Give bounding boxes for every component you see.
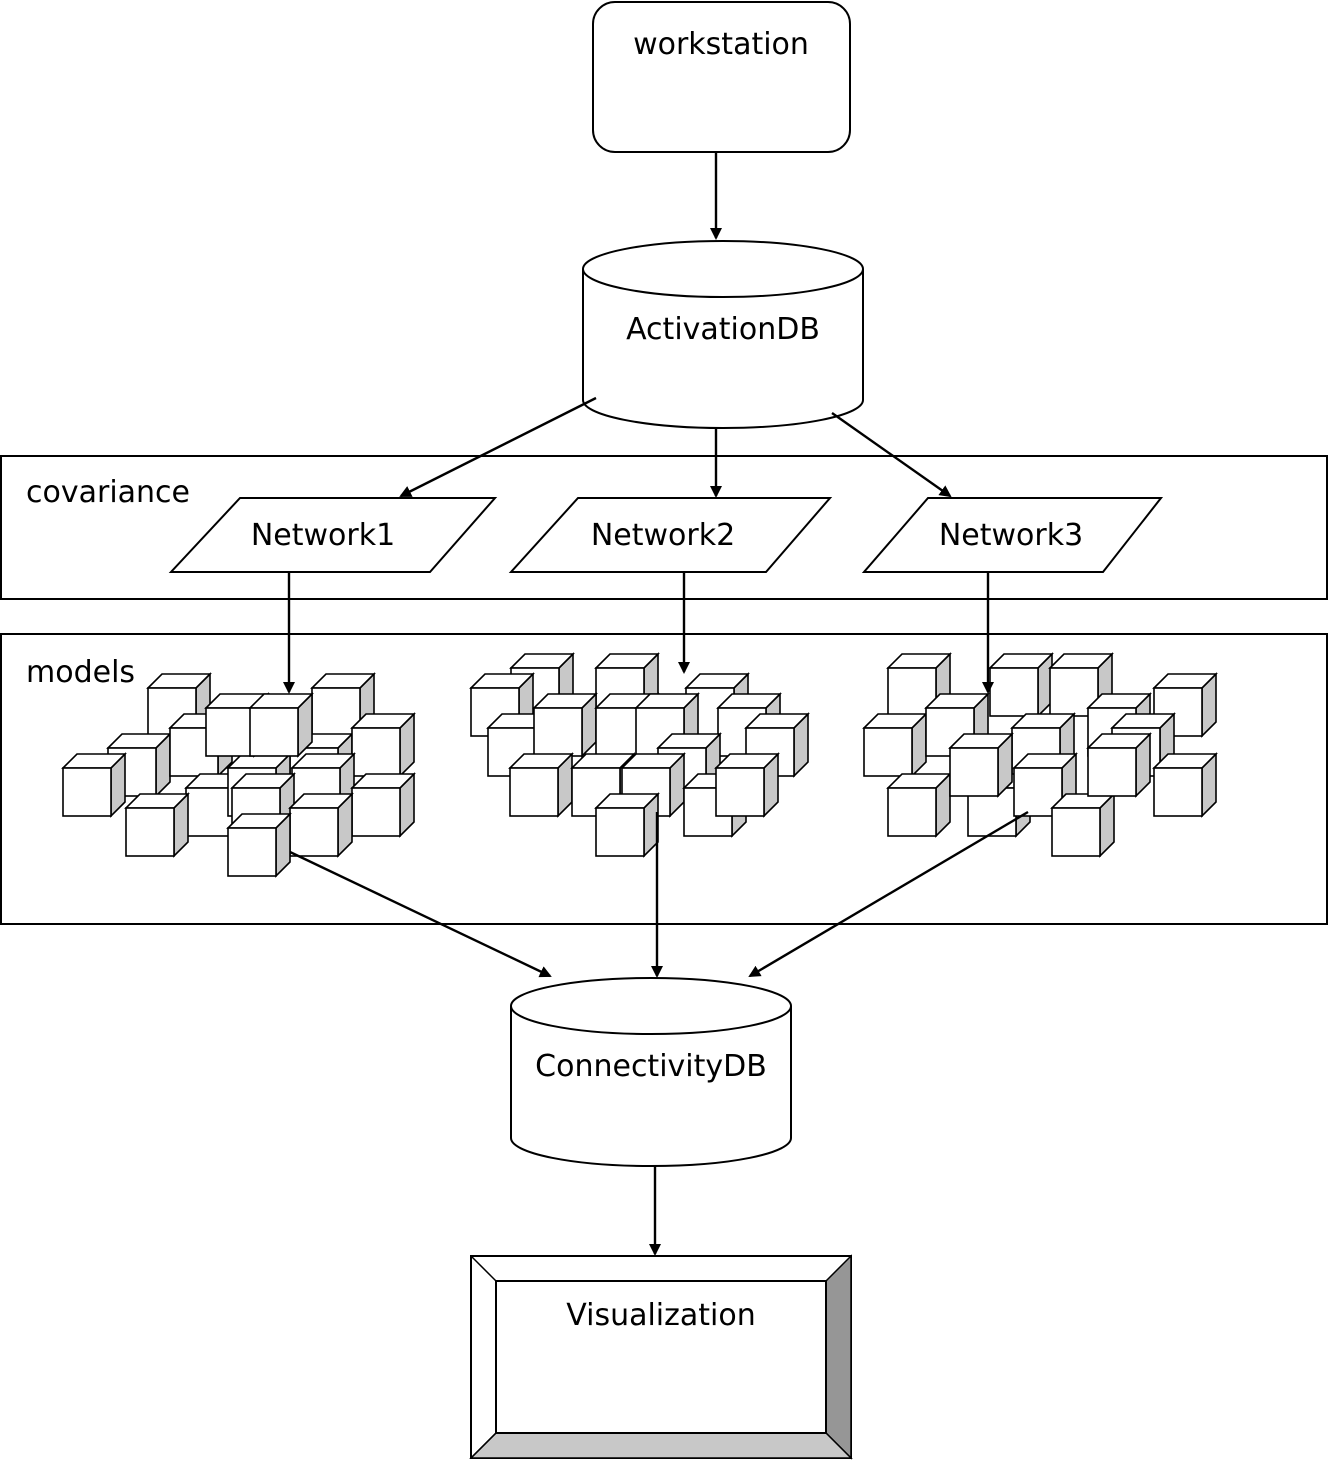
model-cube bbox=[744, 712, 810, 778]
model-cube bbox=[886, 652, 952, 718]
covariance-group-label: covariance bbox=[26, 475, 190, 510]
models-group-label: models bbox=[26, 655, 135, 690]
model-cube bbox=[1152, 752, 1218, 818]
model-cube bbox=[862, 712, 928, 778]
model-cube bbox=[714, 752, 780, 818]
edge-activationdb-to-network3 bbox=[831, 412, 952, 498]
model-cube bbox=[508, 752, 574, 818]
model-cube bbox=[350, 772, 416, 838]
model-cube bbox=[594, 792, 660, 858]
model-cube bbox=[886, 772, 952, 838]
model-cube bbox=[350, 712, 416, 778]
model-cluster-3 bbox=[862, 652, 1218, 858]
models-group: models bbox=[0, 633, 1328, 925]
network3-label: Network3 bbox=[939, 518, 1083, 553]
model-cube bbox=[948, 732, 1014, 798]
visualization-label: Visualization bbox=[566, 1298, 756, 1333]
model-cube bbox=[532, 692, 598, 758]
network1-node[interactable]: Network1 bbox=[168, 497, 498, 573]
network2-node[interactable]: Network2 bbox=[508, 497, 833, 573]
connectivity-db-node[interactable]: ConnectivityDB bbox=[510, 977, 792, 1167]
workstation-node[interactable]: workstation bbox=[592, 1, 851, 153]
connectivity-db-label: ConnectivityDB bbox=[535, 1049, 767, 1084]
model-cluster-2 bbox=[469, 652, 810, 858]
edge-models1-to-connectivitydb bbox=[289, 850, 552, 978]
model-cluster-1 bbox=[61, 672, 416, 878]
network3-node[interactable]: Network3 bbox=[861, 497, 1164, 573]
covariance-group: covariance bbox=[0, 455, 1328, 600]
edge-models3-to-connectivitydb bbox=[748, 810, 1029, 978]
edges bbox=[283, 152, 1029, 1256]
model-cube bbox=[1050, 792, 1116, 858]
model-cube bbox=[226, 812, 292, 878]
model-cube bbox=[1086, 732, 1152, 798]
model-cube bbox=[988, 652, 1054, 718]
model-cube bbox=[288, 792, 354, 858]
activation-db-node[interactable]: ActivationDB bbox=[582, 240, 864, 429]
workstation-label: workstation bbox=[633, 27, 809, 62]
network2-label: Network2 bbox=[591, 518, 735, 553]
visualization-node[interactable]: Visualization bbox=[469, 1254, 853, 1460]
edge-activationdb-to-network1 bbox=[399, 396, 597, 498]
model-cube bbox=[124, 792, 190, 858]
network1-label: Network1 bbox=[251, 518, 395, 553]
activation-db-label: ActivationDB bbox=[626, 312, 820, 347]
model-cube bbox=[248, 692, 314, 758]
model-cube bbox=[61, 752, 127, 818]
